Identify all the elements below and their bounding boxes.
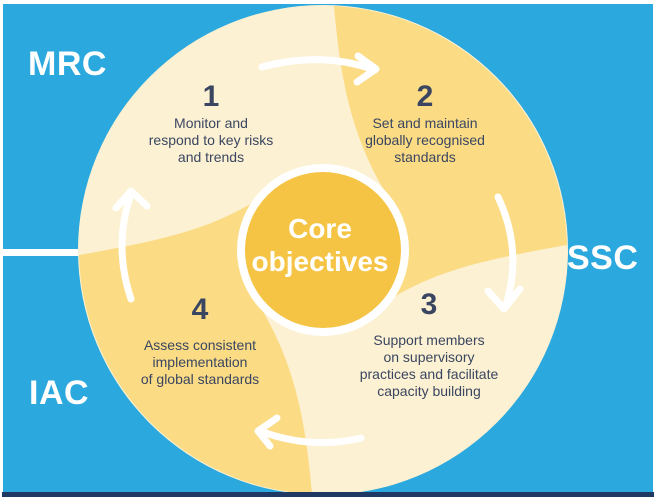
objective-1-text-line: Monitor and xyxy=(174,115,248,131)
objective-1-block: 1 Monitor and respond to key risks and t… xyxy=(149,82,274,166)
objective-3-text-line: on supervisory xyxy=(383,349,475,365)
objective-2-text-line: Set and maintain xyxy=(372,115,478,131)
region-label-ssc: SSC xyxy=(567,239,639,277)
objective-1-text-line: and trends xyxy=(177,149,245,165)
objective-3-text-line: Support members xyxy=(373,332,485,348)
objective-2-text-line: globally recognised xyxy=(365,132,485,148)
objective-3-text-line: capacity building xyxy=(377,383,481,399)
region-label-iac: IAC xyxy=(29,374,90,412)
core-objectives-title: Core objectives xyxy=(252,212,389,278)
objective-3-text-line: practices and facilitate xyxy=(359,366,499,382)
core-objectives-title-line1: Core xyxy=(288,213,352,244)
objective-1-number: 1 xyxy=(202,80,220,113)
objective-2-text-line: standards xyxy=(394,149,456,165)
region-label-mrc: MRC xyxy=(28,45,107,83)
objective-4-text-line: of global standards xyxy=(140,371,260,387)
objective-4-text-line: implementation xyxy=(152,354,248,370)
objective-3-block: 3 Support members on supervisory practic… xyxy=(360,290,499,400)
objective-4-text-line: Assess consistent xyxy=(143,337,257,353)
bottom-border-line xyxy=(2,492,654,497)
objective-3-number: 3 xyxy=(420,288,438,321)
core-objectives-title-line2: objectives xyxy=(251,246,389,277)
objective-4-number: 4 xyxy=(191,293,209,326)
objective-2-number: 2 xyxy=(416,80,434,113)
objective-4-block: 4 Assess consistent implementation of gl… xyxy=(141,295,259,388)
objective-1-text-line: respond to key risks xyxy=(148,132,274,148)
objective-2-block: 2 Set and maintain globally recognised s… xyxy=(365,82,485,166)
